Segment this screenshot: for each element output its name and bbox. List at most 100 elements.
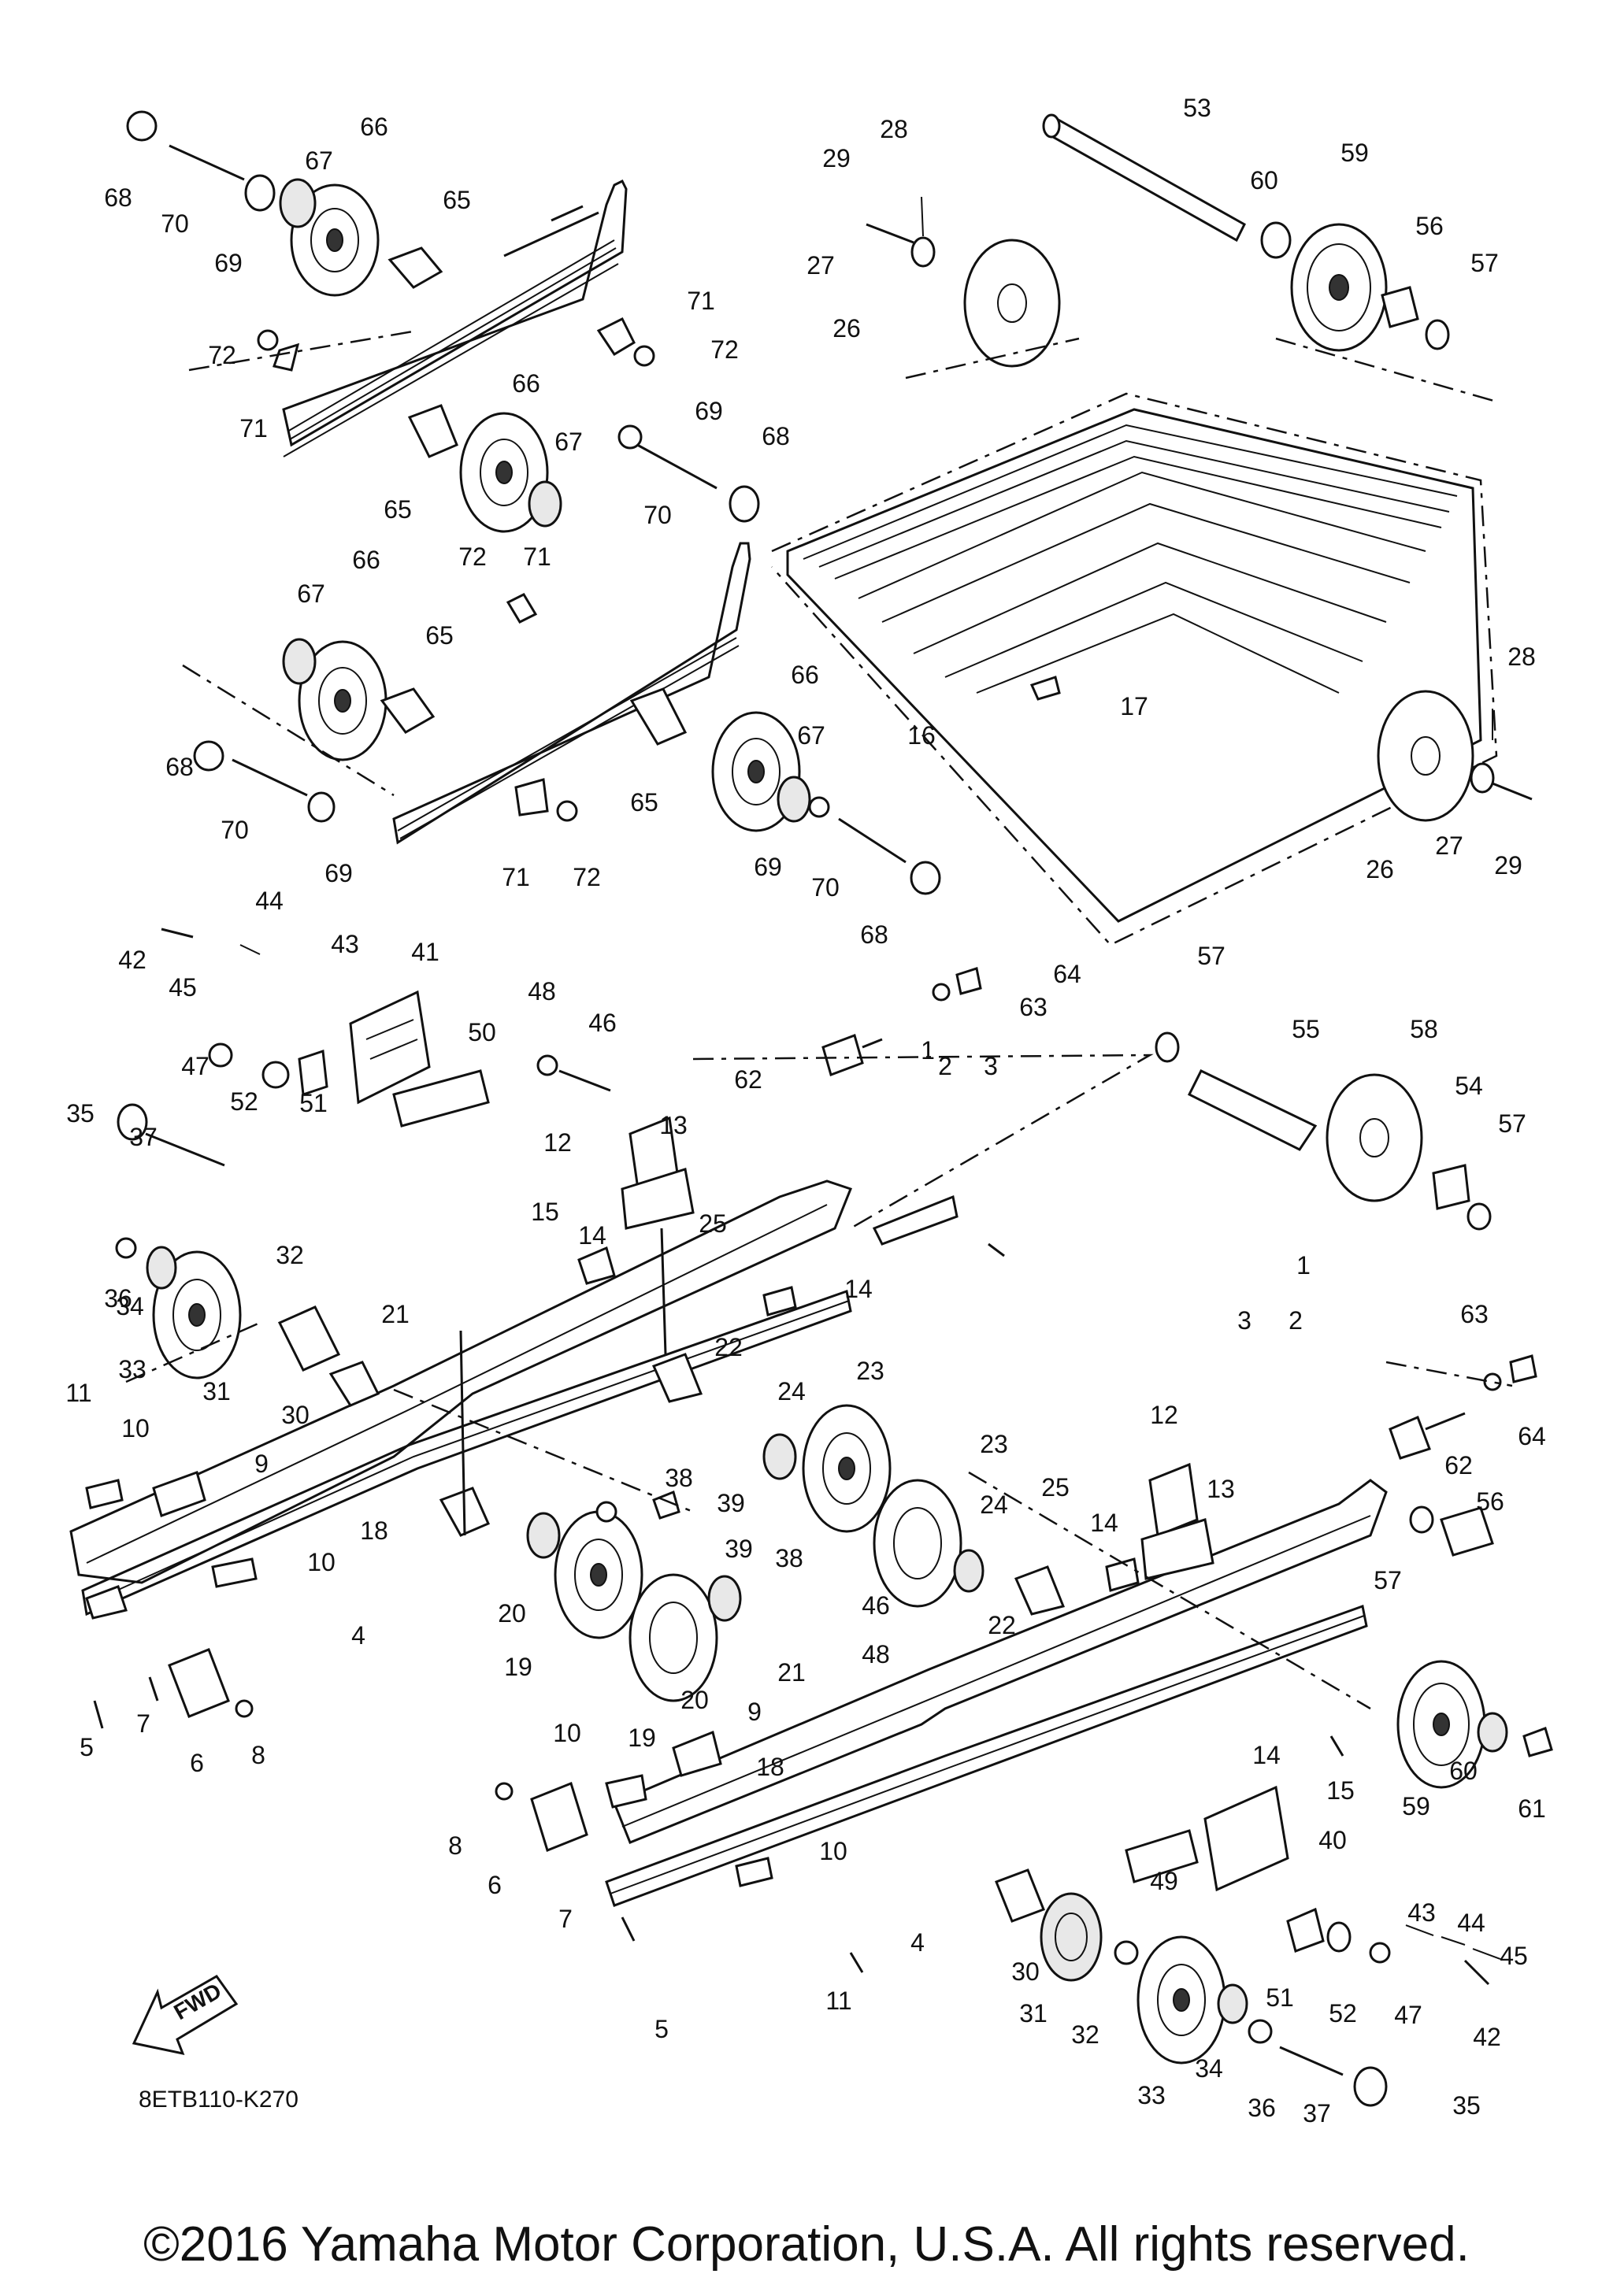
callout-68: 68 bbox=[860, 920, 888, 949]
callout-51: 51 bbox=[1266, 1983, 1294, 2012]
upper-rail-assembly-b bbox=[182, 542, 941, 895]
callout-65: 65 bbox=[630, 788, 658, 817]
callout-29: 29 bbox=[822, 144, 851, 172]
callout-30: 30 bbox=[281, 1401, 310, 1429]
callout-69: 69 bbox=[695, 397, 723, 425]
callout-34: 34 bbox=[1195, 2054, 1223, 2083]
callout-4: 4 bbox=[910, 1928, 925, 1957]
callout-66: 66 bbox=[352, 546, 380, 574]
callout-5: 5 bbox=[80, 1733, 94, 1761]
callout-42: 42 bbox=[118, 946, 146, 974]
callout-36: 36 bbox=[1248, 2094, 1276, 2122]
center-suspension bbox=[161, 928, 1492, 1257]
callout-44: 44 bbox=[255, 887, 284, 915]
callout-32: 32 bbox=[276, 1241, 304, 1269]
callout-47: 47 bbox=[181, 1052, 210, 1080]
callout-44: 44 bbox=[1457, 1909, 1485, 1937]
callout-54: 54 bbox=[1455, 1072, 1483, 1100]
callout-38: 38 bbox=[665, 1464, 693, 1492]
callout-35: 35 bbox=[66, 1099, 95, 1128]
callout-25: 25 bbox=[699, 1209, 727, 1238]
callout-27: 27 bbox=[806, 251, 835, 280]
callout-7: 7 bbox=[558, 1905, 573, 1933]
callout-33: 33 bbox=[1137, 2081, 1166, 2109]
track-assembly bbox=[771, 113, 1533, 946]
callout-7: 7 bbox=[136, 1709, 150, 1738]
callout-21: 21 bbox=[381, 1300, 410, 1328]
callout-13: 13 bbox=[1207, 1475, 1235, 1503]
callout-12: 12 bbox=[1150, 1401, 1178, 1429]
callout-36: 36 bbox=[104, 1284, 132, 1313]
callout-14: 14 bbox=[844, 1275, 873, 1303]
callout-65: 65 bbox=[443, 186, 471, 214]
callout-9: 9 bbox=[747, 1698, 762, 1726]
callout-29: 29 bbox=[1494, 851, 1522, 880]
callout-52: 52 bbox=[230, 1087, 258, 1116]
callout-66: 66 bbox=[791, 661, 819, 689]
callout-52: 52 bbox=[1329, 1999, 1357, 2028]
callout-10: 10 bbox=[307, 1548, 336, 1576]
callout-48: 48 bbox=[528, 977, 556, 1005]
callout-4: 4 bbox=[351, 1621, 365, 1650]
callout-57: 57 bbox=[1498, 1109, 1526, 1138]
callout-8: 8 bbox=[448, 1831, 462, 1860]
callout-71: 71 bbox=[239, 414, 268, 443]
callout-8: 8 bbox=[251, 1741, 265, 1769]
callout-64: 64 bbox=[1053, 960, 1081, 988]
callout-61: 61 bbox=[1518, 1794, 1546, 1823]
callout-39: 39 bbox=[717, 1489, 745, 1517]
callout-65: 65 bbox=[384, 495, 412, 524]
callout-72: 72 bbox=[458, 543, 487, 571]
fwd-arrow: FWD bbox=[132, 1975, 239, 2056]
callout-59: 59 bbox=[1340, 139, 1369, 167]
callout-24: 24 bbox=[980, 1491, 1008, 1519]
callout-66: 66 bbox=[512, 369, 540, 398]
callout-58: 58 bbox=[1410, 1015, 1438, 1043]
callout-23: 23 bbox=[980, 1430, 1008, 1458]
callout-67: 67 bbox=[297, 580, 325, 608]
callout-72: 72 bbox=[710, 335, 739, 364]
callout-60: 60 bbox=[1449, 1757, 1478, 1785]
diagram-code: 8ETB110-K270 bbox=[139, 2087, 298, 2113]
callout-13: 13 bbox=[659, 1111, 688, 1139]
callout-17: 17 bbox=[1120, 692, 1148, 720]
callout-56: 56 bbox=[1476, 1487, 1504, 1516]
callout-2: 2 bbox=[1289, 1306, 1303, 1335]
callout-42: 42 bbox=[1473, 2023, 1501, 2051]
callout-67: 67 bbox=[554, 428, 583, 456]
left-slide-rail bbox=[69, 1103, 892, 1729]
callout-70: 70 bbox=[811, 873, 840, 902]
callout-69: 69 bbox=[214, 249, 243, 277]
callout-2: 2 bbox=[938, 1052, 952, 1080]
callout-72: 72 bbox=[573, 863, 601, 891]
callout-23: 23 bbox=[856, 1357, 884, 1385]
callout-33: 33 bbox=[118, 1355, 146, 1383]
callout-6: 6 bbox=[488, 1871, 502, 1899]
callout-3: 3 bbox=[1237, 1306, 1251, 1335]
callout-48: 48 bbox=[862, 1640, 890, 1668]
callout-30: 30 bbox=[1011, 1957, 1040, 1986]
copyright-notice: ©2016 Yamaha Motor Corporation, U.S.A. A… bbox=[143, 2217, 1470, 2272]
callout-71: 71 bbox=[523, 543, 551, 571]
callout-68: 68 bbox=[165, 753, 194, 781]
callout-31: 31 bbox=[1019, 1999, 1048, 2028]
callout-18: 18 bbox=[756, 1753, 784, 1781]
callout-11: 11 bbox=[825, 1987, 851, 2015]
callout-57: 57 bbox=[1470, 249, 1499, 277]
callout-40: 40 bbox=[1318, 1826, 1347, 1854]
callout-22: 22 bbox=[714, 1333, 743, 1361]
callout-1: 1 bbox=[921, 1036, 935, 1065]
callout-10: 10 bbox=[819, 1837, 847, 1865]
callout-67: 67 bbox=[305, 146, 333, 175]
callout-21: 21 bbox=[777, 1658, 806, 1687]
callout-37: 37 bbox=[129, 1123, 158, 1151]
callout-72: 72 bbox=[208, 341, 236, 369]
upper-rail-assembly-a bbox=[126, 110, 760, 533]
callout-45: 45 bbox=[1500, 1942, 1528, 1970]
callout-26: 26 bbox=[1366, 855, 1394, 883]
callout-32: 32 bbox=[1071, 2020, 1099, 2049]
callout-63: 63 bbox=[1019, 993, 1048, 1021]
callout-62: 62 bbox=[734, 1065, 762, 1094]
callout-69: 69 bbox=[754, 853, 782, 881]
callout-47: 47 bbox=[1394, 2001, 1422, 2029]
